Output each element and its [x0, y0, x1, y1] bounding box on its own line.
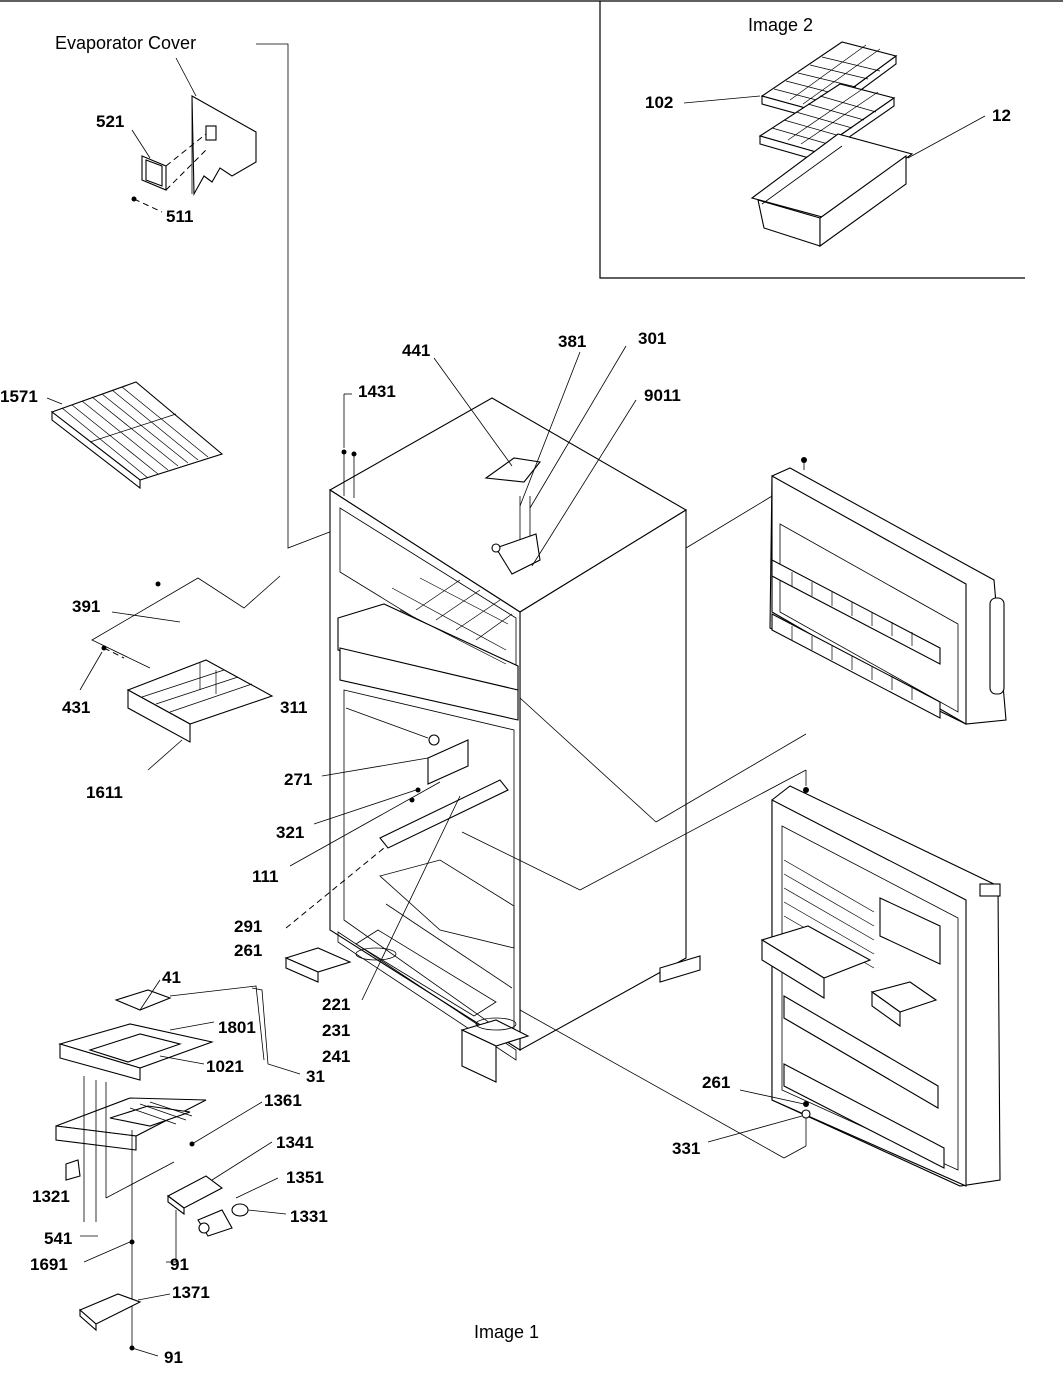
freezer-shelf-1571: 1571: [0, 381, 224, 490]
evaporator-cover-caption: Evaporator Cover: [55, 33, 196, 53]
callout-91-lower: 91: [164, 1348, 183, 1367]
callout-1341: 1341: [276, 1133, 314, 1152]
ice-tray-upper: [760, 41, 898, 122]
callout-1431: 1431: [358, 382, 396, 401]
image-2-ice-trays: Image 2: [645, 15, 1011, 248]
callout-391: 391: [72, 597, 100, 616]
callout-521: 521: [96, 112, 124, 131]
callout-1801: 1801: [218, 1018, 256, 1037]
callout-271: 271: [284, 770, 312, 789]
callout-441: 441: [402, 341, 430, 360]
leader-102: [683, 95, 761, 104]
callout-381: 381: [558, 332, 586, 351]
callout-12: 12: [992, 106, 1011, 125]
callout-231: 231: [322, 1021, 350, 1040]
shelf-support-group: 391 431 1611: [62, 575, 281, 802]
part-521-clip: [141, 133, 207, 191]
image-2-caption: Image 2: [748, 15, 813, 35]
evaporator-cover-group: Evaporator Cover 521 511: [55, 33, 341, 549]
callout-431: 431: [62, 698, 90, 717]
callout-311: 311: [280, 698, 307, 717]
freezer-door: [769, 457, 1007, 725]
fresh-food-door: 261 331: [672, 770, 1001, 1187]
leader-12: [907, 115, 986, 159]
callout-111: 111: [252, 867, 279, 886]
callout-241: 241: [322, 1047, 350, 1066]
callout-1361: 1361: [264, 1091, 302, 1110]
page-frame: [0, 0, 1063, 279]
callout-261-lower: 261: [702, 1073, 730, 1092]
callout-221: 221: [322, 995, 350, 1014]
refrigerator-cabinet: [284, 397, 701, 1083]
callout-1331: 1331: [290, 1207, 328, 1226]
callout-321: 321: [276, 823, 304, 842]
callout-102: 102: [645, 93, 673, 112]
callout-1571: 1571: [0, 387, 38, 406]
callout-261-upper: 261: [234, 941, 262, 960]
top-hinge-hardware: 1431 441 381 301 9011: [341, 329, 681, 575]
callout-1351: 1351: [286, 1168, 324, 1187]
callout-291: 291: [234, 917, 262, 936]
dispenser-assembly: 41 31 1801 1021 1321 541 1691: [30, 968, 328, 1367]
callout-301: 301: [638, 329, 666, 348]
callout-1371: 1371: [172, 1283, 210, 1302]
image-1-caption: Image 1: [474, 1322, 539, 1342]
callout-9011: 9011: [644, 386, 681, 405]
callout-1691: 1691: [30, 1255, 68, 1274]
callout-541: 541: [44, 1229, 72, 1248]
callout-91-upper: 91: [170, 1255, 189, 1274]
callout-41: 41: [162, 968, 181, 987]
callout-31: 31: [306, 1067, 325, 1086]
callout-1321: 1321: [32, 1187, 70, 1206]
callout-511: 511: [166, 207, 193, 226]
cabinet-internal-parts: 311 271 321 111 291 261 221 231 241: [234, 477, 807, 1159]
callout-331: 331: [672, 1139, 700, 1158]
ice-bin: [750, 133, 914, 248]
callout-1021: 1021: [206, 1057, 244, 1076]
callout-1611: 1611: [86, 783, 123, 802]
